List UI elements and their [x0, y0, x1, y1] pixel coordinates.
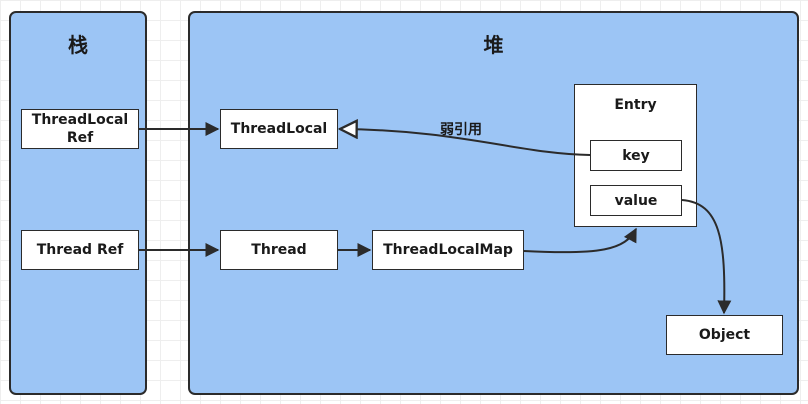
- weak-reference-label: 弱引用: [440, 122, 482, 138]
- stack-region: 栈: [9, 11, 147, 395]
- object-node: Object: [666, 315, 783, 355]
- thread-ref-node: Thread Ref: [21, 230, 139, 270]
- entry-value-field: value: [590, 185, 682, 216]
- thread-node: Thread: [220, 230, 338, 270]
- threadlocalmap-node: ThreadLocalMap: [372, 230, 524, 270]
- entry-key-field: key: [590, 140, 682, 171]
- stack-title: 栈: [68, 33, 88, 57]
- threadlocal-node: ThreadLocal: [220, 109, 338, 149]
- threadlocal-ref-node: ThreadLocal Ref: [21, 109, 139, 149]
- entry-title: Entry: [614, 97, 657, 113]
- heap-title: 堆: [483, 33, 504, 57]
